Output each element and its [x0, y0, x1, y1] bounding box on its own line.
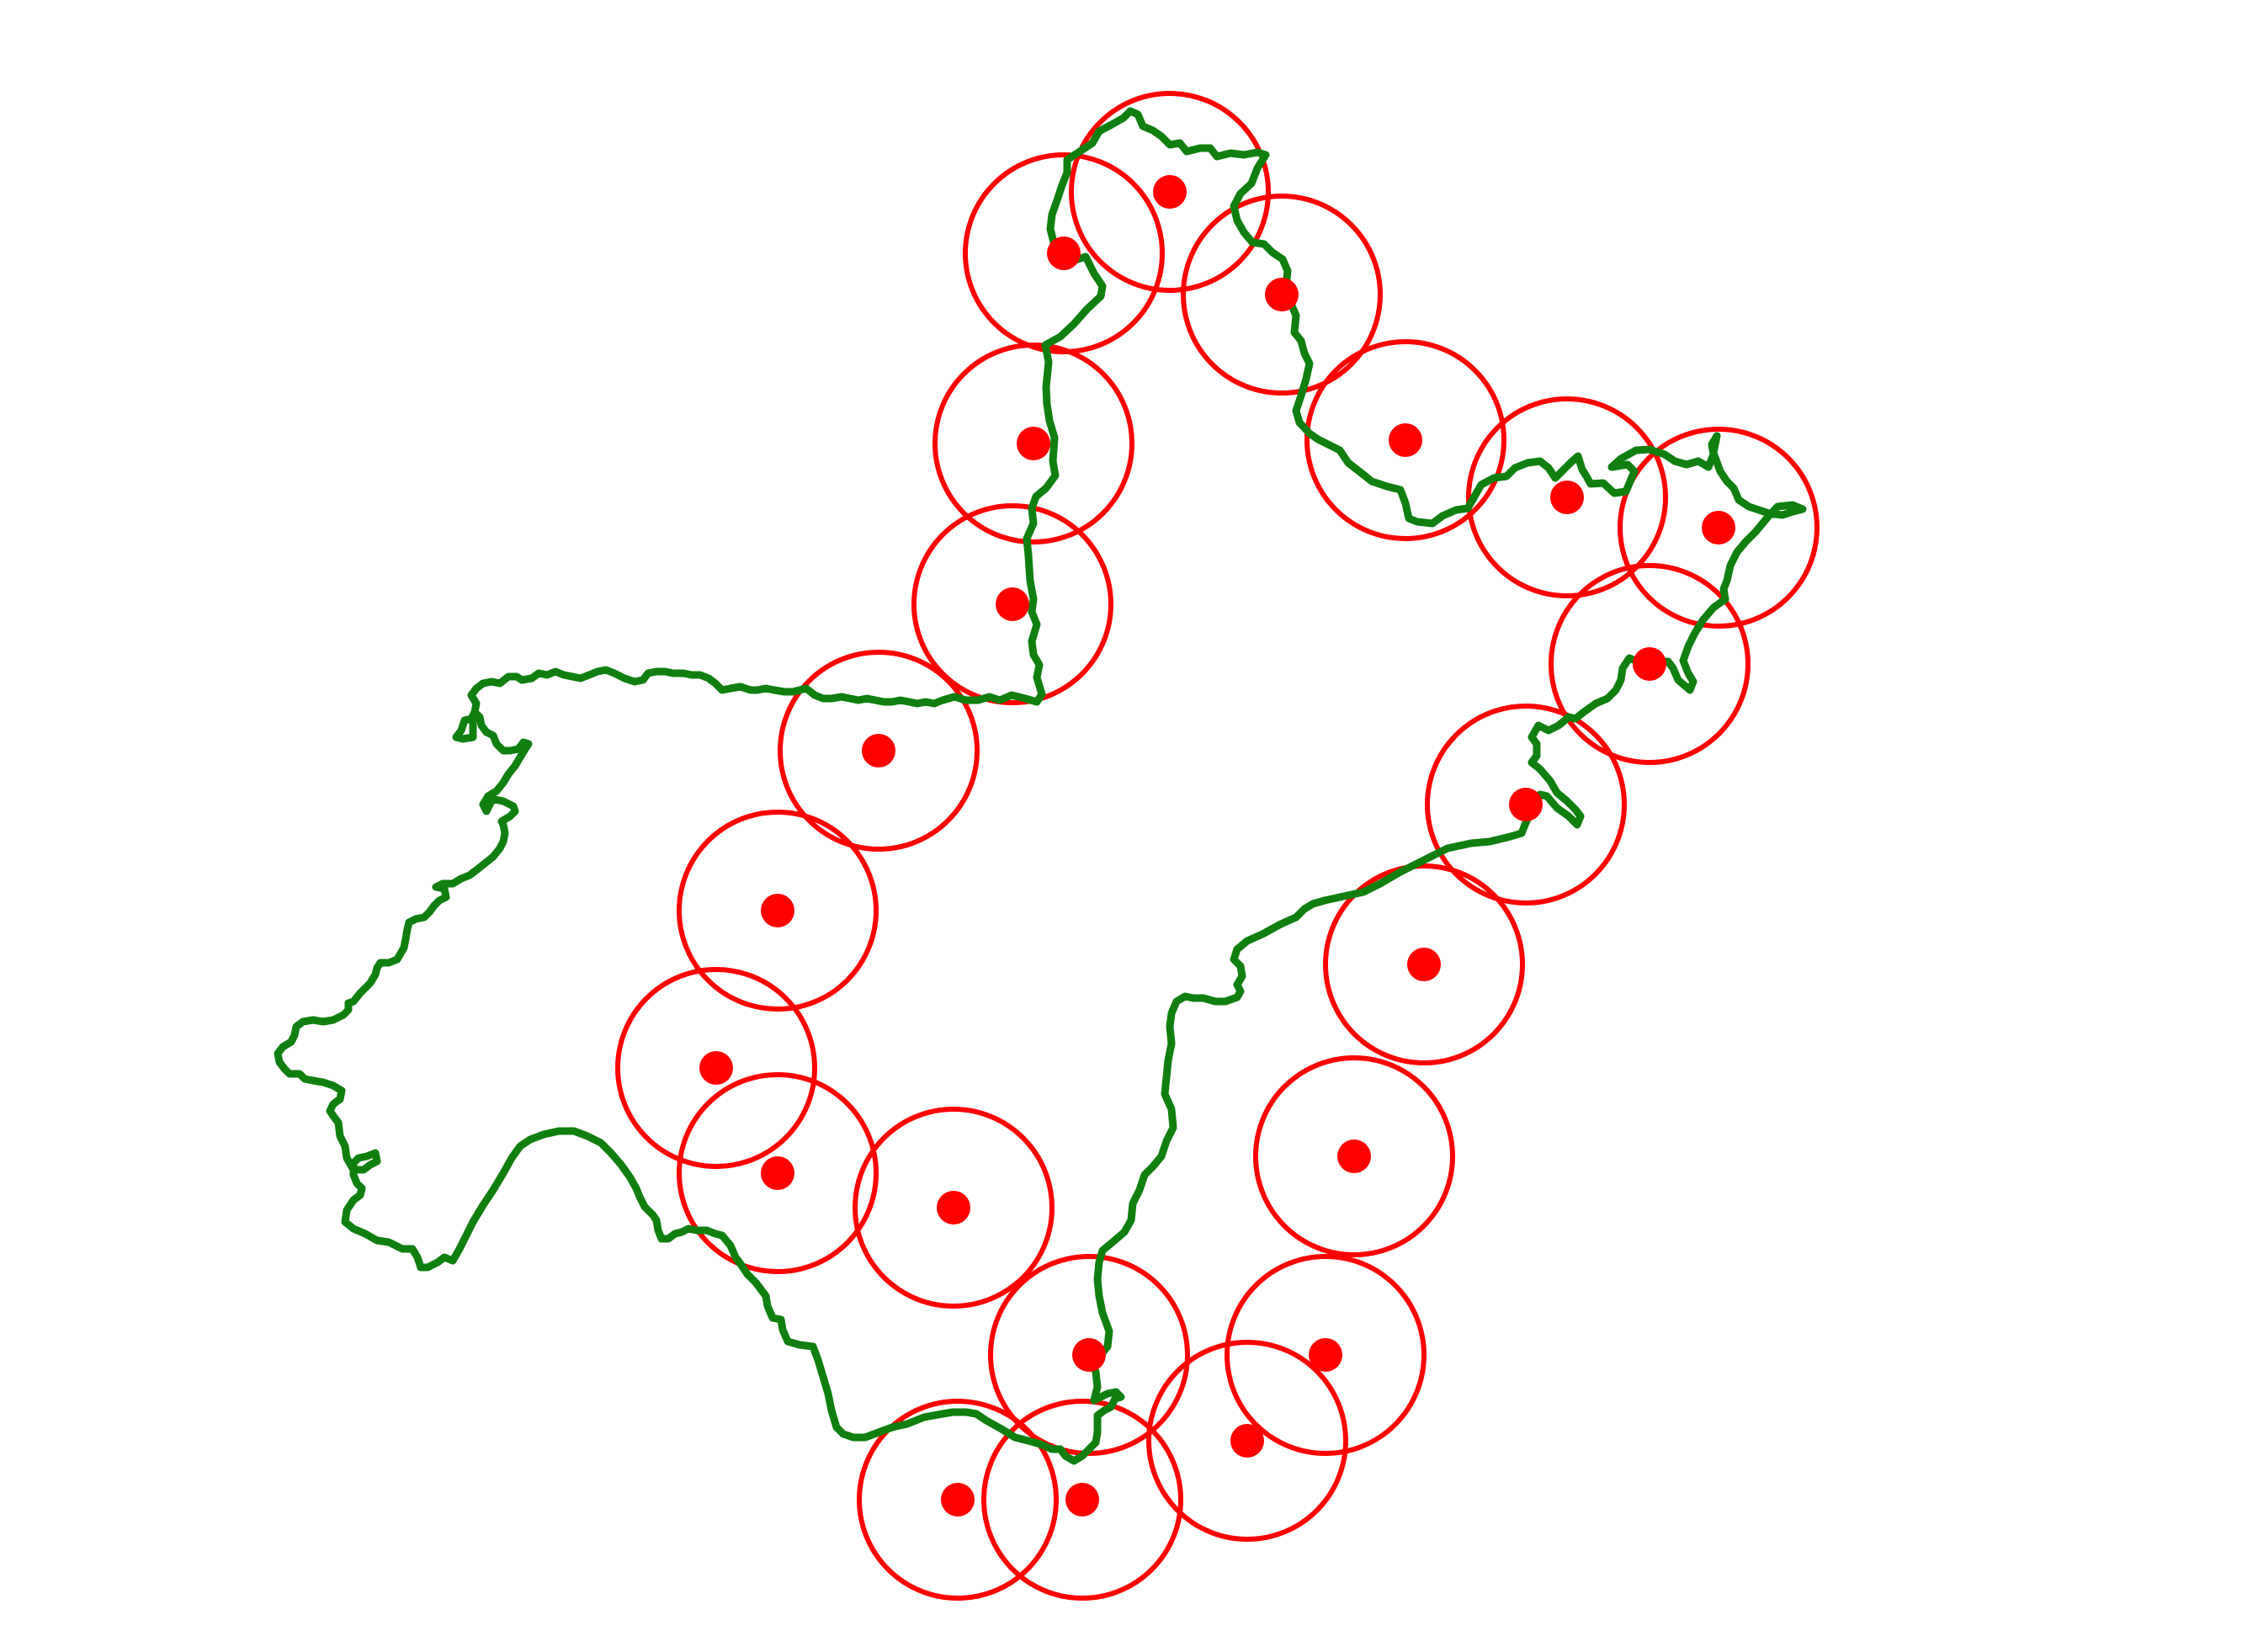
- center-dot-n22: [1065, 1483, 1099, 1517]
- coverage-circle-n17: [853, 1107, 1055, 1309]
- center-dot-n04: [1017, 427, 1050, 460]
- coverage-circle-n22: [981, 1399, 1183, 1601]
- coverage-circle-n09: [1549, 563, 1751, 765]
- center-dot-n18: [1072, 1338, 1106, 1372]
- center-dot-n19: [1309, 1338, 1342, 1372]
- coverage-circle-n08: [911, 503, 1113, 705]
- coverage-circle-n15: [1253, 1055, 1455, 1257]
- center-dot-n16: [761, 1156, 794, 1190]
- trajectory-path: [274, 107, 1807, 1465]
- coverage-circle-n07: [1618, 427, 1820, 629]
- coverage-circle-n20: [1146, 1340, 1348, 1542]
- coverage-circle-n12: [677, 810, 879, 1012]
- center-dot-n09: [1633, 647, 1666, 681]
- center-dot-n17: [937, 1191, 970, 1224]
- coverage-circle-n04: [932, 343, 1134, 544]
- coverage-circle-n03: [1181, 194, 1383, 396]
- center-dot-n10: [862, 734, 895, 768]
- coverage-circle-n16: [677, 1072, 879, 1274]
- coverage-circles: [615, 91, 1820, 1601]
- coverage-circle-n01: [1069, 91, 1271, 293]
- coverage-circle-n13: [1323, 863, 1525, 1065]
- center-dot-n05: [1389, 423, 1422, 457]
- center-dot-n13: [1407, 948, 1441, 981]
- center-dot-n11: [1509, 788, 1543, 821]
- center-dot-n12: [761, 894, 794, 927]
- coverage-circle-n06: [1466, 396, 1668, 598]
- center-dot-n20: [1230, 1424, 1264, 1458]
- center-dot-n03: [1265, 278, 1299, 311]
- coverage-circle-n21: [857, 1399, 1059, 1601]
- center-dot-n15: [1337, 1139, 1371, 1173]
- center-dot-n07: [1702, 511, 1735, 544]
- center-dot-n14: [699, 1051, 733, 1085]
- center-dot-n02: [1047, 236, 1081, 270]
- center-dot-n01: [1153, 175, 1187, 209]
- center-dot-n08: [996, 587, 1029, 621]
- coverage-circle-n11: [1425, 704, 1627, 906]
- coverage-circle-n14: [615, 967, 817, 1169]
- center-dot-n21: [941, 1483, 975, 1517]
- coverage-circle-n19: [1225, 1254, 1427, 1456]
- coverage-circle-n05: [1304, 339, 1506, 541]
- coverage-circle-n10: [778, 650, 980, 852]
- circle-centers: [699, 175, 1735, 1517]
- center-dot-n06: [1550, 481, 1584, 514]
